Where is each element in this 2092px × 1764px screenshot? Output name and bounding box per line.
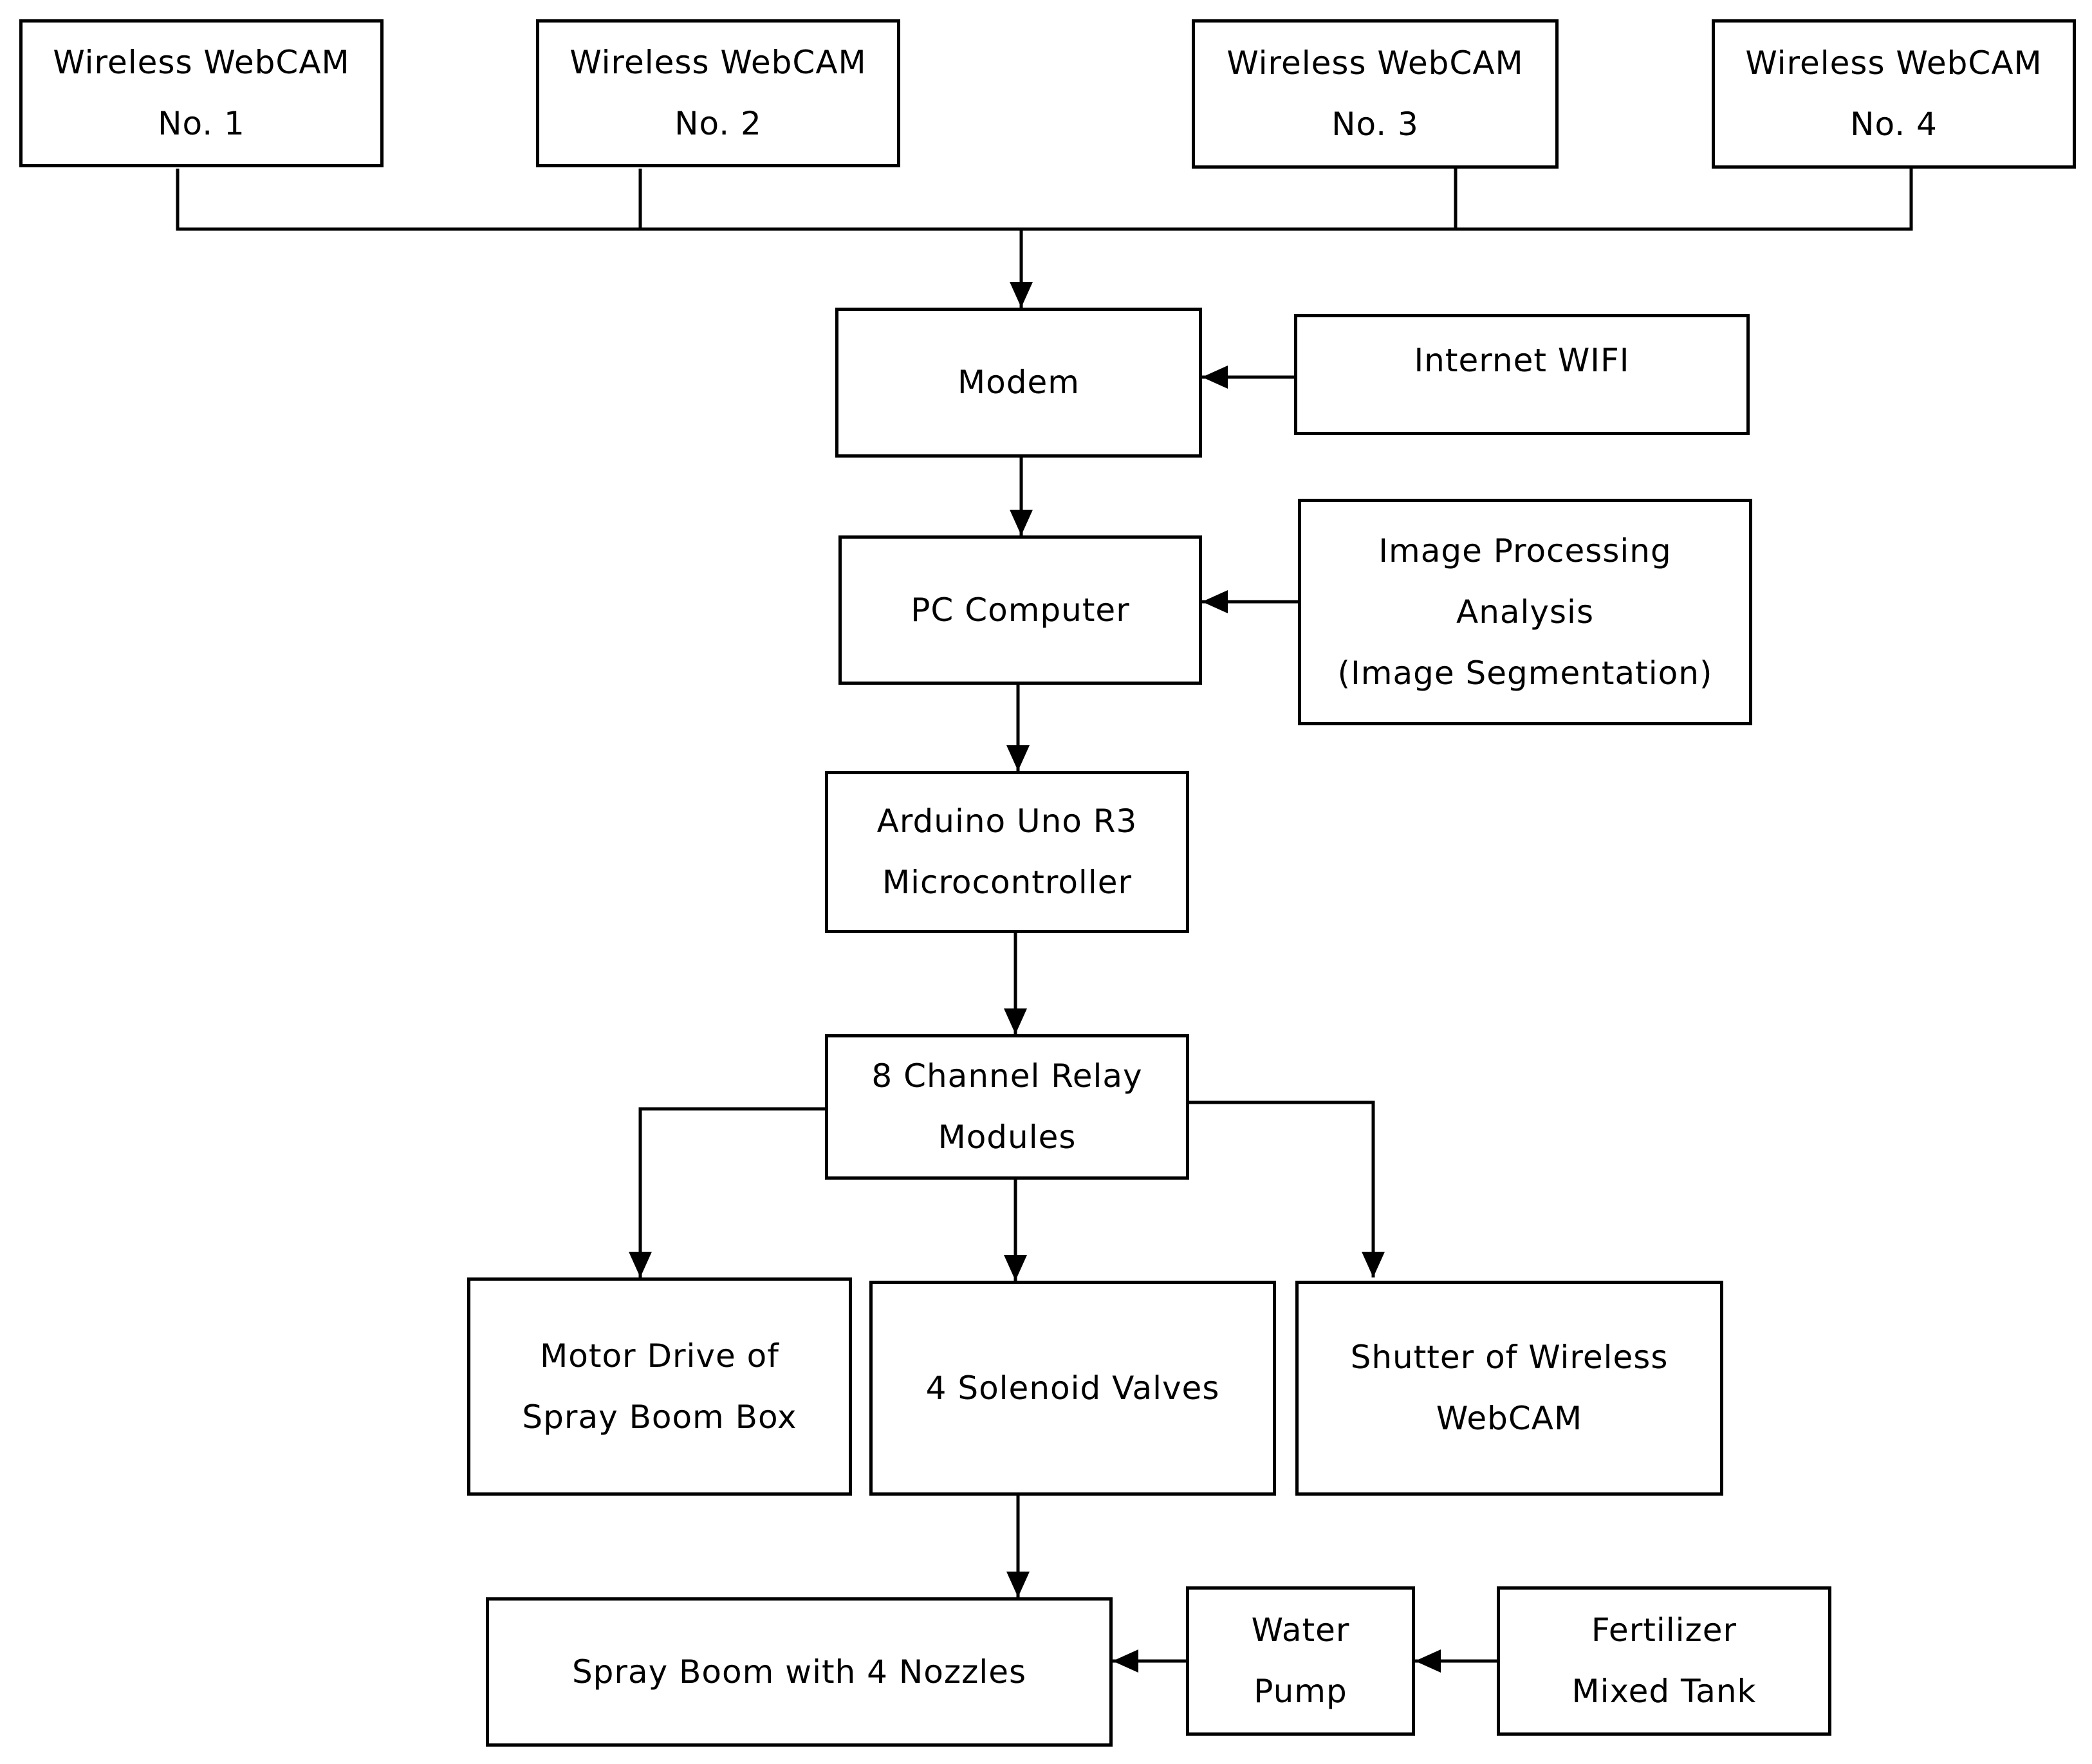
box-label-line: No. 4 <box>1850 106 1938 143</box>
box-label-line: WebCAM <box>1436 1400 1583 1437</box>
webcam-2-box: Wireless WebCAM No. 2 <box>536 19 900 167</box>
pc-computer-box: PC Computer <box>838 535 1202 685</box>
motor-drive-box: Motor Drive of Spray Boom Box <box>467 1277 852 1496</box>
box-label-line: Motor Drive of <box>540 1337 779 1375</box>
spray-boom-box: Spray Boom with 4 Nozzles <box>486 1597 1113 1747</box>
webcam-1-box: Wireless WebCAM No. 1 <box>19 19 384 167</box>
box-label-line: (Image Segmentation) <box>1337 654 1713 692</box>
box-label-line: 8 Channel Relay <box>871 1057 1143 1095</box>
box-label-line: PC Computer <box>911 591 1130 629</box>
box-label-line: Wireless WebCAM <box>1745 44 2042 82</box>
box-label-line: No. 3 <box>1331 106 1419 143</box>
solenoid-valves-box: 4 Solenoid Valves <box>869 1281 1276 1496</box>
box-label-line: Mixed Tank <box>1571 1673 1757 1710</box>
webcam-3-box: Wireless WebCAM No. 3 <box>1192 19 1559 169</box>
box-label-line: Water <box>1251 1611 1350 1649</box>
box-label-line: Analysis <box>1456 593 1594 631</box>
relay-to-motor-arrow <box>629 1107 825 1277</box>
box-label-line: Spray Boom Box <box>522 1398 797 1436</box>
box-label-line: Internet WIFI <box>1414 342 1630 379</box>
fertilizer-tank-box: Fertilizer Mixed Tank <box>1497 1586 1831 1736</box>
box-label-line: No. 1 <box>158 105 245 142</box>
box-label-line: 4 Solenoid Valves <box>925 1369 1220 1407</box>
box-label-line: Wireless WebCAM <box>1227 44 1524 82</box>
modem-box: Modem <box>835 308 1202 458</box>
box-label-line: Spray Boom with 4 Nozzles <box>571 1653 1027 1691</box>
internet-wifi-box: Internet WIFI <box>1294 314 1750 435</box>
box-label-line: Wireless WebCAM <box>53 44 350 81</box>
box-label-line: Modules <box>938 1119 1077 1156</box>
box-label-line: Image Processing <box>1378 532 1672 570</box>
relay-to-shutter-arrow <box>1186 1100 1385 1277</box>
box-label-line: Pump <box>1254 1673 1347 1710</box>
box-label-line: Microcontroller <box>882 864 1133 901</box>
relay-module-box: 8 Channel Relay Modules <box>825 1034 1189 1180</box>
box-label-line: Modem <box>958 364 1080 401</box>
box-label-line: Shutter of Wireless <box>1350 1339 1669 1376</box>
webcam-shutter-box: Shutter of Wireless WebCAM <box>1295 1281 1723 1496</box>
webcam-4-box: Wireless WebCAM No. 4 <box>1712 19 2076 169</box>
box-label-line: Arduino Uno R3 <box>876 803 1138 840</box>
image-processing-box: Image Processing Analysis (Image Segment… <box>1298 499 1752 725</box>
arduino-box: Arduino Uno R3 Microcontroller <box>825 771 1189 933</box>
webcam-bus-line <box>176 169 1913 231</box>
box-label-line: Fertilizer <box>1591 1611 1737 1649</box>
box-label-line: Wireless WebCAM <box>569 44 867 81</box>
box-label-line: No. 2 <box>674 105 762 142</box>
water-pump-box: Water Pump <box>1186 1586 1415 1736</box>
